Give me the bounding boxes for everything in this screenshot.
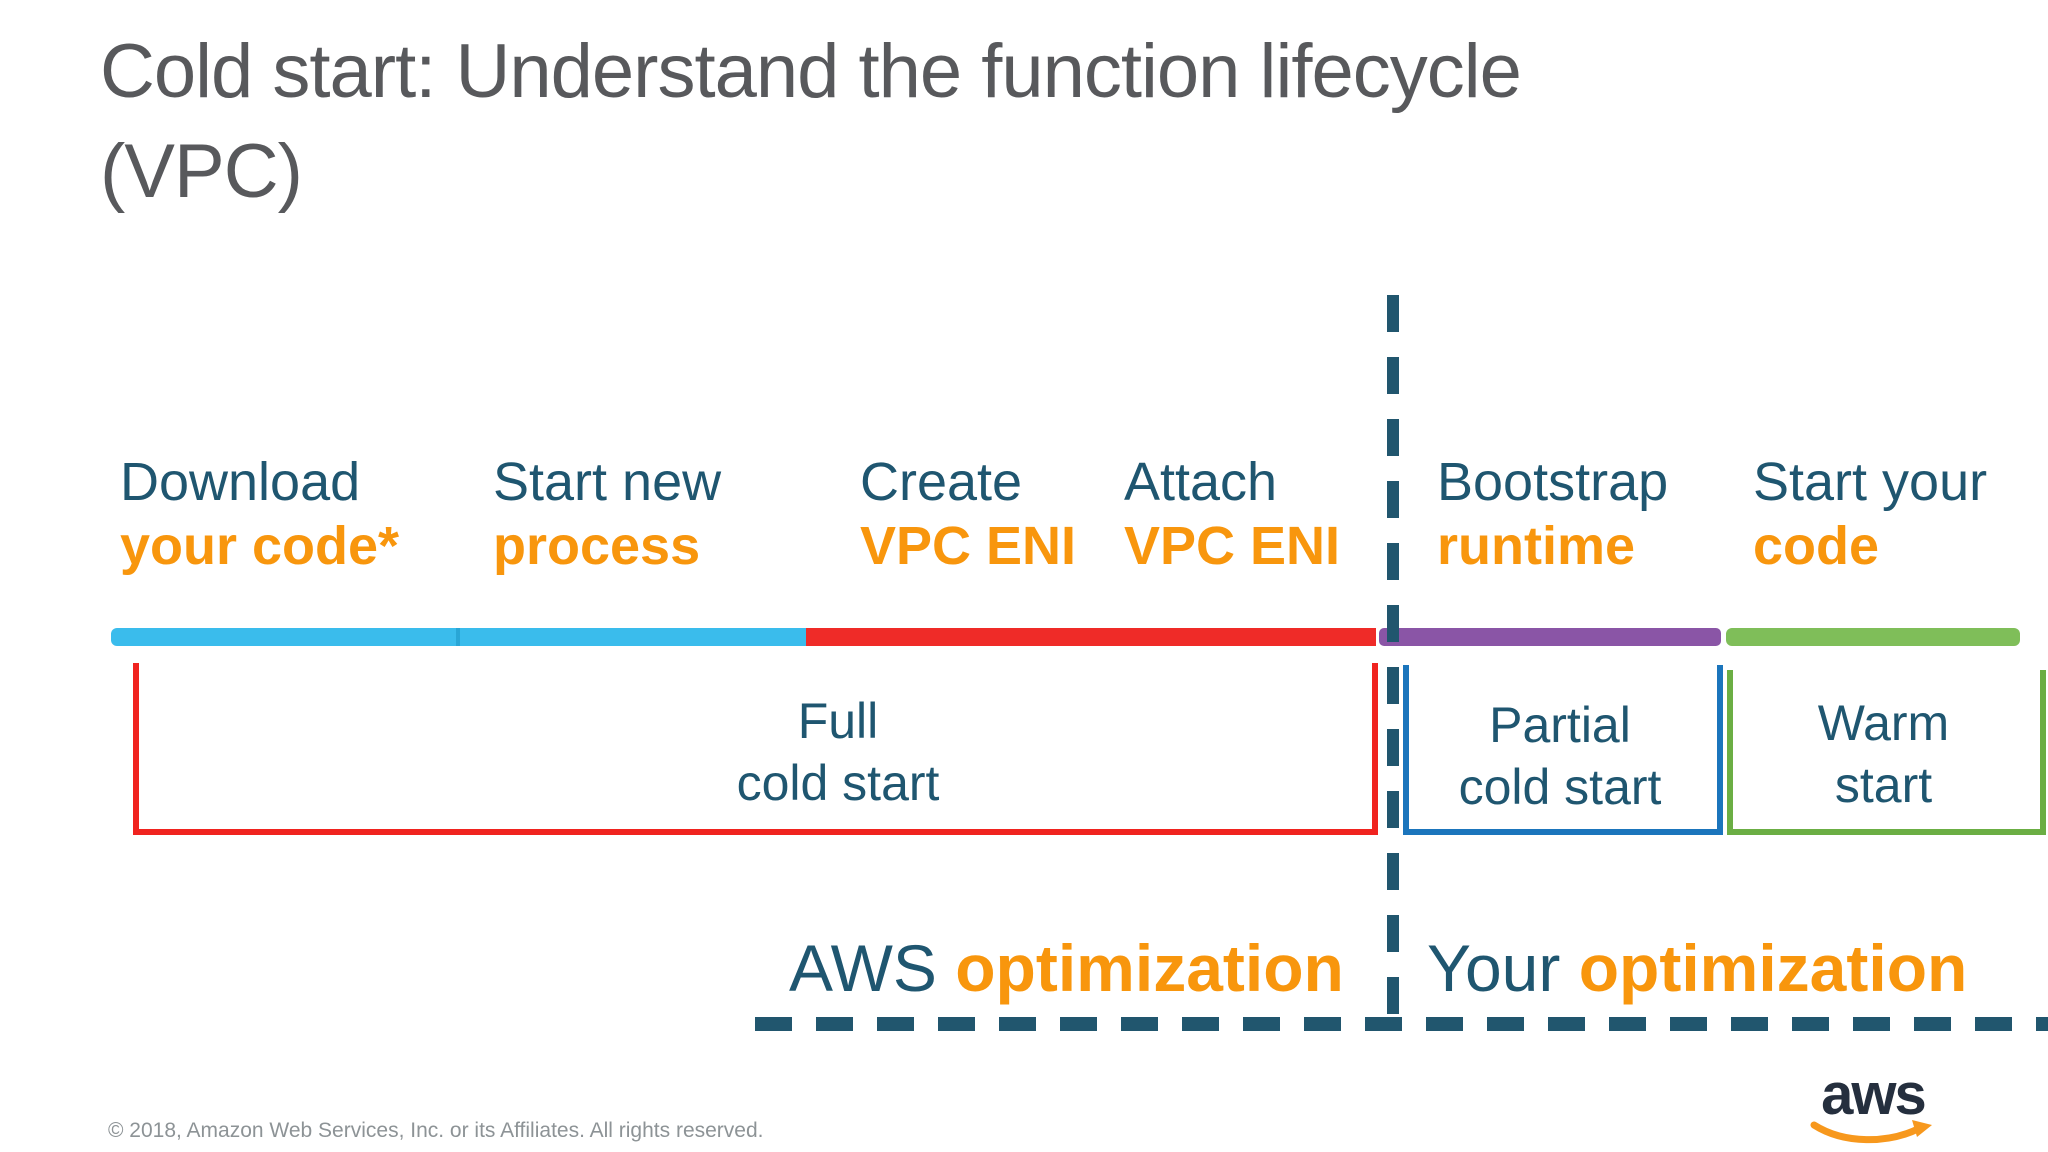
slide-title-line2: (VPC) — [100, 129, 303, 214]
step-label-bottom: code — [1753, 516, 1880, 576]
optimization-boundary-vertical-dashed-line — [1387, 295, 1399, 1015]
step-label-attach-vpc-eni: Attach VPC ENI — [1124, 450, 1340, 578]
step-label-bottom: VPC ENI — [860, 516, 1077, 576]
step-label-bottom: your code* — [120, 516, 400, 576]
bracket-label-line2: cold start — [1458, 759, 1662, 815]
aws-optimization-prefix: AWS — [789, 931, 937, 1005]
step-label-start-your-code: Start your code — [1753, 450, 1987, 578]
copyright-text: © 2018, Amazon Web Services, Inc. or its… — [108, 1119, 764, 1142]
aws-optimization-word: optimization — [955, 931, 1344, 1005]
partial-cold-start-bracket — [1403, 665, 1723, 835]
timeline-segment-divider — [456, 628, 460, 646]
timeline-segment-vpc-eni — [806, 628, 1376, 646]
bracket-label-line1: Partial — [1489, 697, 1631, 753]
step-label-top: Attach — [1124, 452, 1278, 512]
aws-logo-wordmark: aws — [1821, 1062, 1927, 1127]
aws-optimization-caption: AWS optimization — [789, 930, 1344, 1006]
optimization-horizontal-dashed-line — [755, 1017, 2048, 1031]
step-label-top: Bootstrap — [1437, 452, 1669, 512]
step-label-create-vpc-eni: Create VPC ENI — [860, 450, 1076, 578]
your-optimization-word: optimization — [1578, 931, 1968, 1005]
partial-cold-start-label: Partial cold start — [1403, 694, 1717, 818]
step-label-top: Download — [120, 452, 361, 512]
step-label-top: Start your — [1753, 452, 1988, 512]
step-label-top: Start new — [493, 452, 722, 512]
full-cold-start-bracket — [133, 663, 1378, 835]
step-label-start-new-process: Start new process — [493, 450, 721, 578]
bracket-label-line2: start — [1834, 757, 1933, 813]
step-label-bottom: process — [493, 516, 701, 576]
step-label-bootstrap-runtime: Bootstrap runtime — [1437, 450, 1668, 578]
step-label-bottom: VPC ENI — [1124, 516, 1341, 576]
aws-smile-icon — [1810, 1120, 1932, 1144]
timeline-segment-start-code — [1726, 628, 2020, 646]
timeline-segment-bootstrap — [1379, 628, 1721, 646]
bracket-label-line1: Full — [797, 693, 879, 749]
slide-title: Cold start: Understand the function life… — [100, 22, 1522, 222]
step-label-bottom: runtime — [1437, 516, 1636, 576]
bracket-label-line1: Warm — [1817, 695, 1950, 751]
your-optimization-caption: Your optimization — [1427, 930, 1967, 1006]
step-label-top: Create — [860, 452, 1023, 512]
slide-title-line1: Cold start: Understand the function life… — [100, 29, 1522, 114]
warm-start-label: Warm start — [1727, 692, 2040, 816]
your-optimization-prefix: Your — [1427, 931, 1561, 1005]
step-label-download: Download your code* — [120, 450, 399, 578]
warm-start-bracket — [1727, 670, 2046, 835]
bracket-label-line2: cold start — [736, 755, 940, 811]
full-cold-start-label: Full cold start — [588, 690, 1088, 814]
aws-logo: aws — [1806, 1062, 1940, 1150]
